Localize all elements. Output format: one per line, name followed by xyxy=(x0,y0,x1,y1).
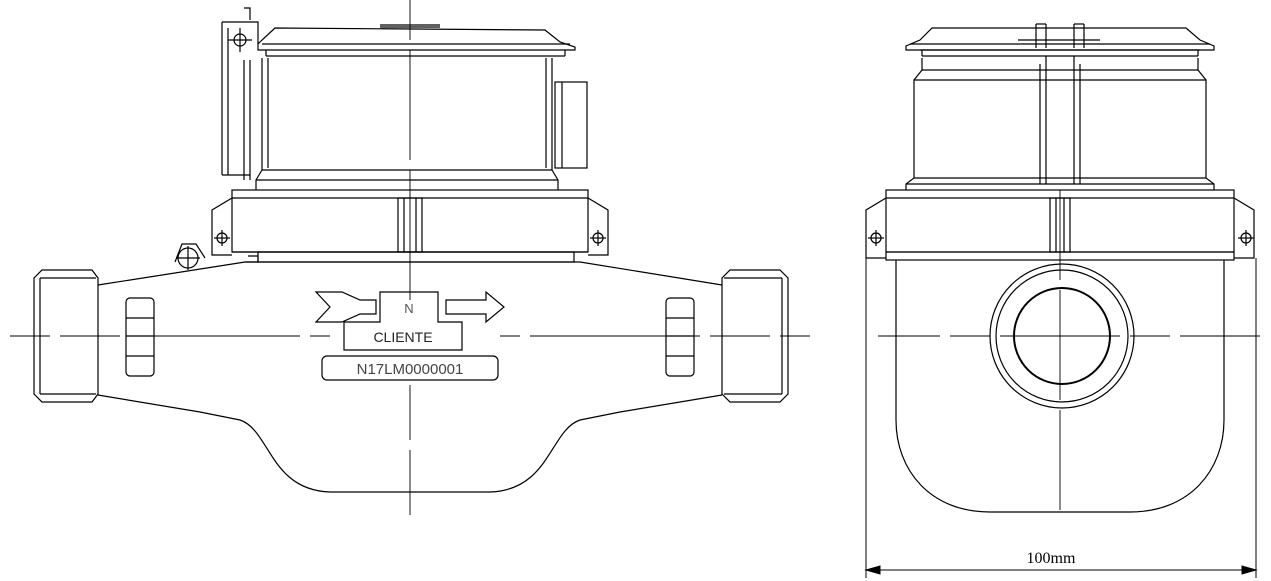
front-lid xyxy=(257,24,576,57)
label-plate xyxy=(321,291,499,381)
label-n: N xyxy=(404,301,413,316)
width-dimension-label: 100mm xyxy=(1027,550,1076,567)
front-center-lines xyxy=(10,0,810,515)
pipe-port xyxy=(989,263,1135,409)
flow-arrows xyxy=(314,290,505,324)
front-right-connector xyxy=(665,269,789,403)
label-cliente: CLIENTE xyxy=(373,329,432,345)
front-body xyxy=(97,243,723,493)
serial-number: N17LM0000001 xyxy=(357,361,464,378)
outlet-arrow xyxy=(445,290,505,324)
side-collar xyxy=(865,189,1255,261)
front-hinge-arm xyxy=(221,7,259,180)
inlet-arrow xyxy=(314,291,377,323)
side-body xyxy=(895,260,1225,513)
front-register-body xyxy=(255,58,588,190)
dimension-line xyxy=(864,258,1258,578)
side-view xyxy=(865,23,1260,513)
front-left-connector xyxy=(33,269,155,403)
side-register-body xyxy=(905,56,1215,190)
side-center-lines xyxy=(878,190,1260,510)
front-view xyxy=(10,0,810,515)
side-lid xyxy=(905,23,1215,57)
